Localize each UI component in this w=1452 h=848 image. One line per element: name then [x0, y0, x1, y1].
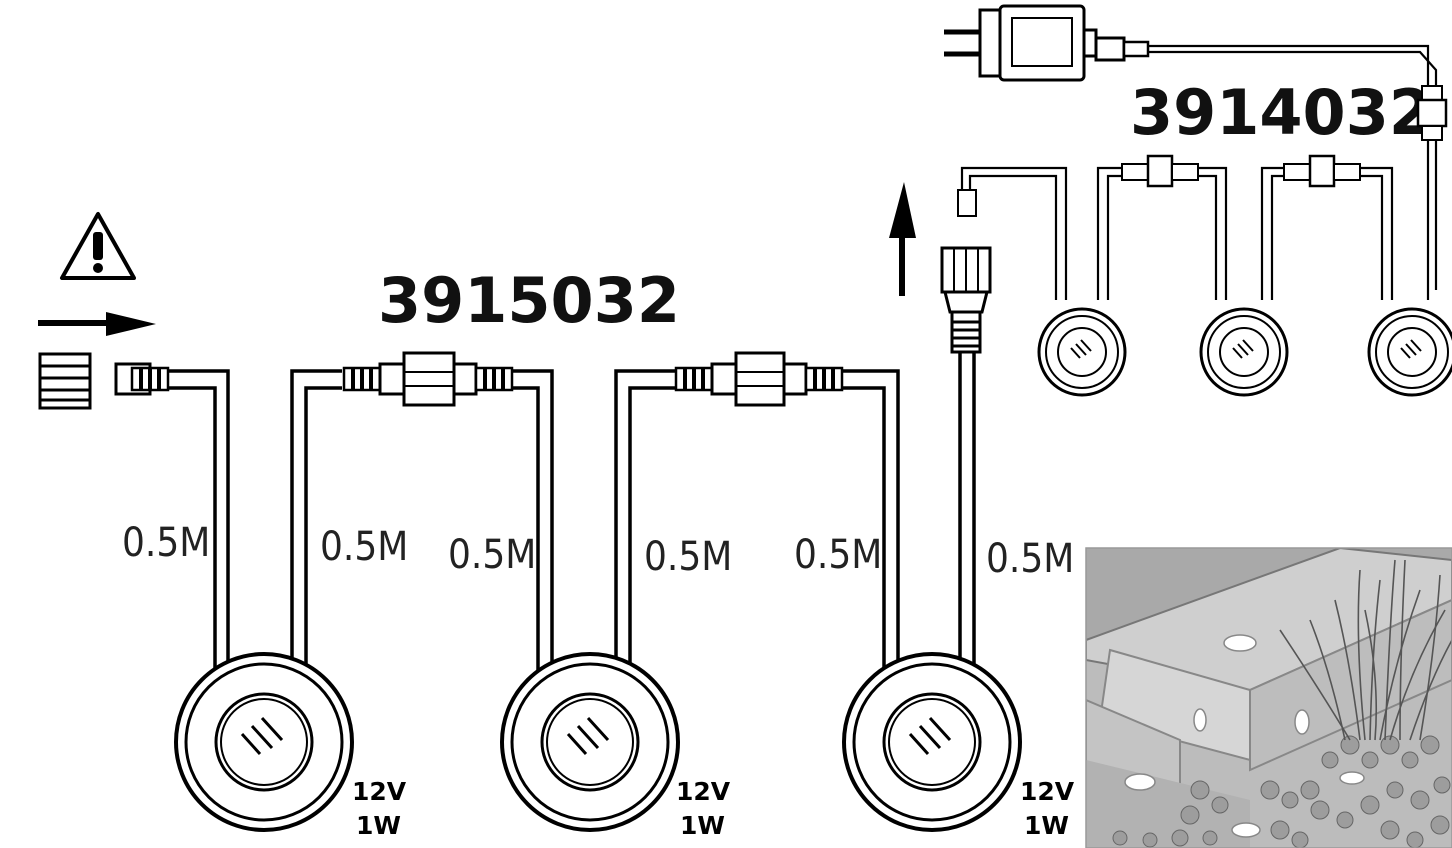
- cable-run-3914032: [957, 44, 1448, 300]
- cable-length-label: 0.5M: [794, 532, 882, 578]
- cable-length-label: 0.5M: [644, 534, 732, 580]
- spot-light-1: [174, 652, 354, 832]
- light-power-label: 1W: [356, 811, 401, 840]
- cable-length-label: 0.5M: [320, 524, 408, 570]
- arrow-up-icon: [889, 182, 916, 296]
- spot-light-small-2: [1199, 307, 1289, 397]
- cable-run-3915032: [114, 246, 992, 680]
- model-number-3915032: 3915032: [378, 264, 680, 337]
- light-voltage-label: 12V: [352, 777, 407, 806]
- cable-length-label: 0.5M: [122, 520, 210, 566]
- installation-illustration: [1085, 547, 1452, 848]
- spot-light-3: [842, 652, 1022, 832]
- light-voltage-label: 12V: [676, 777, 731, 806]
- spot-light-2: [500, 652, 680, 832]
- light-voltage-label: 12V: [1020, 777, 1075, 806]
- power-adapter-icon: [944, 4, 1150, 82]
- warning-triangle-icon: [60, 212, 136, 280]
- spot-light-small-1: [1037, 307, 1127, 397]
- light-power-label: 1W: [680, 811, 725, 840]
- cable-length-label: 0.5M: [448, 532, 536, 578]
- model-number-3914032: 3914032: [1130, 76, 1432, 149]
- cable-length-label: 0.5M: [986, 536, 1074, 582]
- spot-light-small-3: [1367, 307, 1452, 397]
- arrow-right-icon: [38, 312, 156, 336]
- end-cap-icon: [38, 352, 92, 410]
- light-power-label: 1W: [1024, 811, 1069, 840]
